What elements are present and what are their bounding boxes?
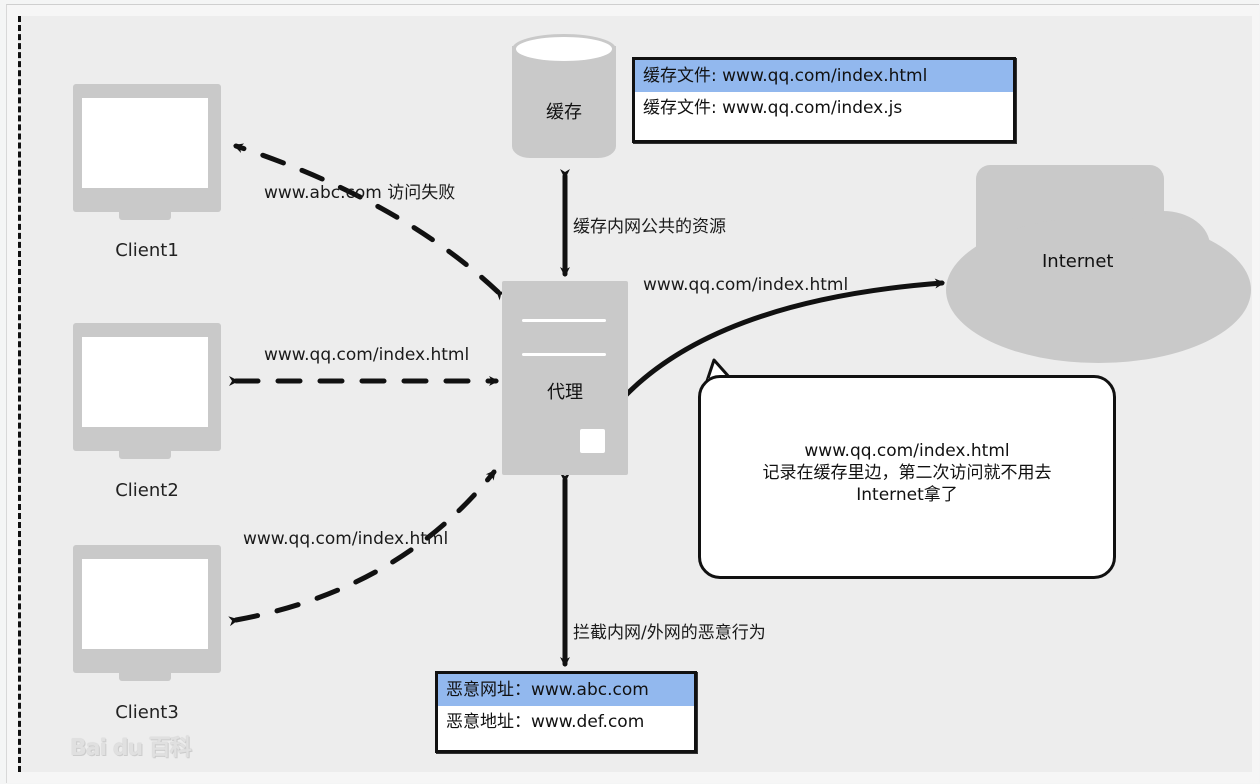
callout-line: www.qq.com/index.html: [804, 441, 1010, 461]
monitor-stand: [119, 671, 171, 681]
cache-file-list: 缓存文件: www.qq.com/index.html 缓存文件: www.qq…: [632, 57, 1016, 143]
malicious-site-item[interactable]: 恶意地址：www.def.com: [446, 712, 645, 732]
client2-link-label: www.qq.com/index.html: [264, 345, 470, 365]
malicious-site-item[interactable]: 恶意网址：www.abc.com: [438, 674, 694, 706]
server-slot: [522, 353, 606, 356]
internet-label: Internet: [1042, 251, 1114, 272]
client3-link-label: www.qq.com/index.html: [243, 529, 449, 549]
monitor-screen: [82, 337, 208, 427]
monitor-stand: [119, 449, 171, 459]
cache-link-label: 缓存内网公共的资源: [573, 217, 726, 237]
cache-database-icon: 缓存: [512, 34, 616, 158]
callout-line: 记录在缓存里边，第二次访问就不用去: [762, 463, 1052, 483]
callout-text: www.qq.com/index.html 记录在缓存里边，第二次访问就不用去 …: [701, 440, 1113, 506]
cloud-part: [946, 217, 1251, 363]
blocklist-link-label: 拦截内网/外网的恶意行为: [573, 623, 766, 643]
client2-monitor-icon: [73, 323, 221, 459]
proxy-server-icon: 代理: [502, 281, 628, 475]
client2-label: Client2: [115, 480, 179, 501]
internet-cloud-icon: Internet: [946, 165, 1260, 365]
client1-label: Client1: [115, 240, 179, 261]
internet-link-label: www.qq.com/index.html: [643, 275, 849, 295]
proxy-label: 代理: [547, 382, 583, 403]
client1-link-label: www.abc.com 访问失败: [264, 183, 456, 203]
baidu-baike-watermark: Bai du 百科: [70, 736, 192, 761]
database-top-face: [516, 37, 612, 61]
malicious-site-list: 恶意网址：www.abc.com 恶意地址：www.def.com: [435, 671, 697, 753]
server-indicator: [580, 429, 605, 453]
client1-monitor-icon: [73, 84, 221, 220]
cache-file-item[interactable]: 缓存文件: www.qq.com/index.js: [643, 98, 903, 118]
callout-bubble: www.qq.com/index.html 记录在缓存里边，第二次访问就不用去 …: [698, 375, 1116, 579]
database-body: [512, 46, 616, 158]
client3-label: Client3: [115, 702, 179, 723]
client3-monitor-icon: [73, 545, 221, 681]
server-slot: [522, 319, 606, 322]
cache-label: 缓存: [546, 102, 582, 123]
database-top: [512, 34, 616, 64]
monitor-screen: [82, 559, 208, 649]
monitor-screen: [82, 98, 208, 188]
dashed-boundary-line: [18, 16, 21, 772]
callout-line: Internet拿了: [856, 485, 958, 505]
cache-file-item[interactable]: 缓存文件: www.qq.com/index.html: [635, 60, 1013, 92]
monitor-stand: [119, 210, 171, 220]
